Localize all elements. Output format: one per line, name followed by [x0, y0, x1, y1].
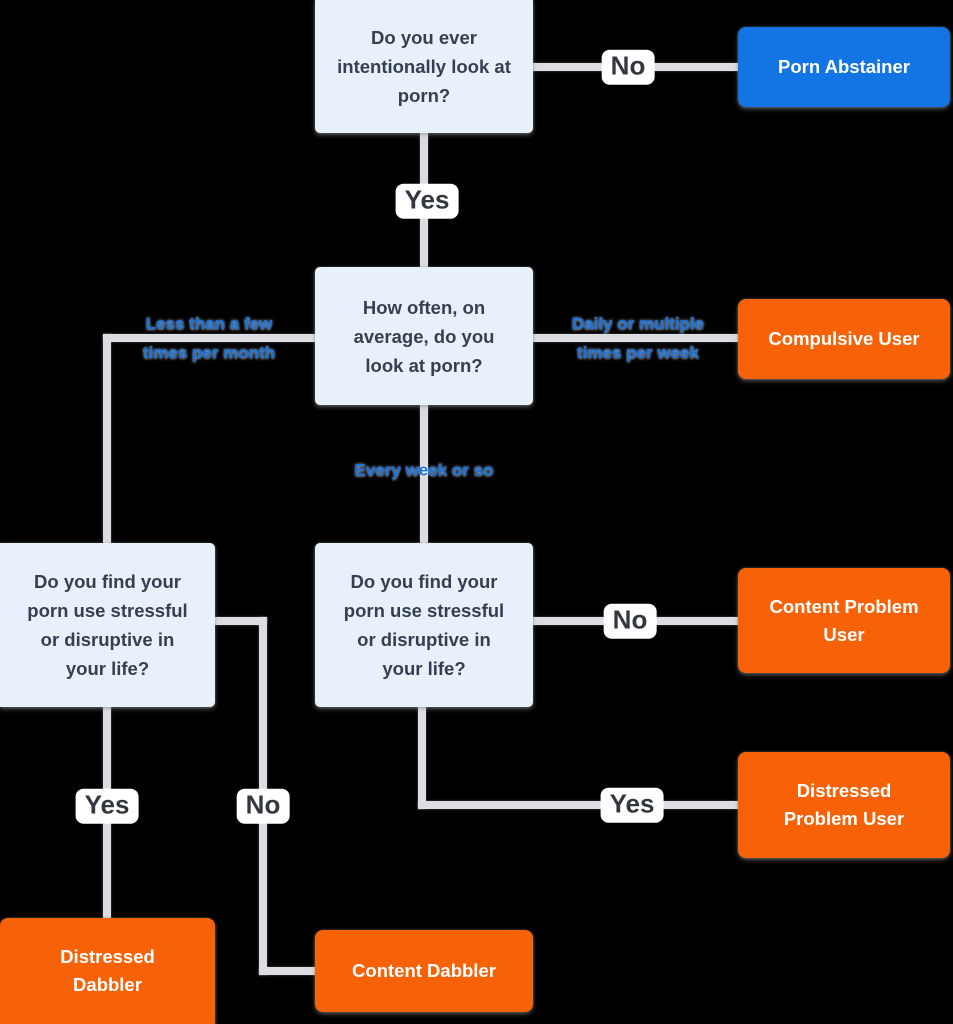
edge-label-mid-yes: Yes: [600, 787, 664, 823]
question-text-stress-mid: Do you find your porn use stressful or d…: [343, 571, 505, 679]
connector-howoften-to-stress-mid: [420, 405, 428, 543]
result-box-distressed-problem-user: Distressed Problem User: [738, 752, 950, 858]
question-text-how-often: How often, on average, do you look at po…: [353, 296, 495, 376]
connector-howoften-to-compulsive: [533, 334, 738, 342]
edge-label-ever-no: No: [601, 49, 655, 85]
connector-stressleft-no-to-contentdabbler: [259, 967, 315, 975]
result-text-content-problem-user: Content Problem User: [769, 595, 919, 645]
question-box-how-often: How often, on average, do you look at po…: [315, 267, 533, 405]
question-box-stress-left: Do you find your porn use stressful or d…: [0, 543, 215, 707]
result-text-compulsive-user: Compulsive User: [768, 328, 920, 349]
edge-label-left-no: No: [236, 788, 290, 824]
result-box-distressed-dabbler: Distressed Dabbler: [0, 918, 215, 1024]
connector-stressleft-no-stub: [215, 617, 267, 625]
question-box-ever-look: Do you ever intentionally look at porn?: [315, 0, 533, 133]
edge-label-freq-less: Less than a few times per month: [142, 314, 276, 362]
connector-stressmid-yes-vertical: [418, 707, 426, 809]
result-text-content-dabbler: Content Dabbler: [352, 960, 496, 981]
result-text-distressed-problem-user: Distressed Problem User: [783, 780, 905, 829]
connector-stressmid-yes-horizontal: [418, 801, 738, 809]
result-text-porn-abstainer: Porn Abstainer: [778, 56, 910, 77]
edge-label-mid-no: No: [603, 603, 657, 639]
question-box-stress-mid: Do you find your porn use stressful or d…: [315, 543, 533, 707]
result-box-content-problem-user: Content Problem User: [738, 568, 950, 673]
edge-label-freq-weekly: Every week or so: [354, 460, 494, 480]
result-text-distressed-dabbler: Distressed Dabbler: [60, 946, 155, 995]
question-text-stress-left: Do you find your porn use stressful or d…: [27, 571, 188, 679]
connector-howoften-left-vertical: [103, 334, 111, 543]
connector-howoften-left-horizontal: [103, 334, 315, 342]
result-box-content-dabbler: Content Dabbler: [315, 930, 533, 1012]
edge-label-ever-yes: Yes: [395, 183, 459, 219]
question-text-ever-look: Do you ever intentionally look at porn?: [337, 27, 511, 106]
result-box-compulsive-user: Compulsive User: [738, 299, 950, 379]
result-box-porn-abstainer: Porn Abstainer: [738, 27, 950, 107]
edge-label-left-yes: Yes: [75, 788, 139, 824]
edge-label-freq-daily: Daily or multiple times per week: [571, 314, 705, 362]
